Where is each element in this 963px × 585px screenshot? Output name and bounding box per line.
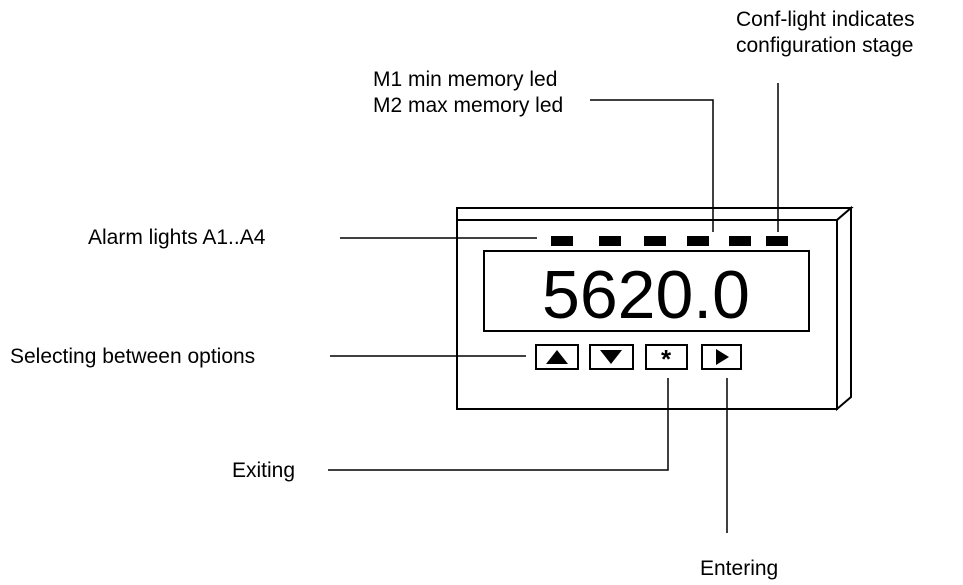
right-key[interactable] <box>701 344 742 370</box>
display-readout: 5620.0 <box>542 257 750 333</box>
memory-leader-line <box>590 99 714 232</box>
alarm-led-a1 <box>551 236 573 246</box>
case-side-bevel <box>836 205 852 412</box>
leader-lines <box>328 83 779 533</box>
memory-led-label: M1 min memory led M2 max memory led <box>373 67 563 119</box>
conf-light-label: Conf-light indicates configuration stage <box>736 7 915 59</box>
star-key[interactable]: * <box>645 344 688 374</box>
memory-led-label-line2: M2 max memory led <box>373 94 564 117</box>
led-row <box>551 236 788 246</box>
asterisk-icon: * <box>661 344 672 374</box>
display-window <box>483 250 810 332</box>
exiting-label: Exiting <box>232 459 296 482</box>
entering-label: Entering <box>700 557 779 580</box>
alarm-led-a3 <box>644 236 666 246</box>
alarm-led-a2 <box>599 236 621 246</box>
conf-led <box>766 236 788 246</box>
memory-led-label-line1: M1 min memory led <box>373 68 558 91</box>
case-top-bevel <box>456 207 854 221</box>
triangle-right-icon <box>716 349 729 365</box>
exit-leader-line <box>328 378 669 471</box>
up-key[interactable] <box>535 344 579 370</box>
conf-light-label-line2: configuration stage <box>736 34 914 57</box>
down-key[interactable] <box>589 344 634 370</box>
triangle-up-icon <box>546 350 568 364</box>
alarm-led-a4 <box>687 236 709 246</box>
selecting-label: Selecting between options <box>10 345 256 368</box>
triangle-down-icon <box>600 350 622 364</box>
memory-led <box>729 236 751 246</box>
conf-light-label-line1: Conf-light indicates <box>736 8 915 31</box>
alarm-lights-label: Alarm lights A1..A4 <box>88 226 266 249</box>
